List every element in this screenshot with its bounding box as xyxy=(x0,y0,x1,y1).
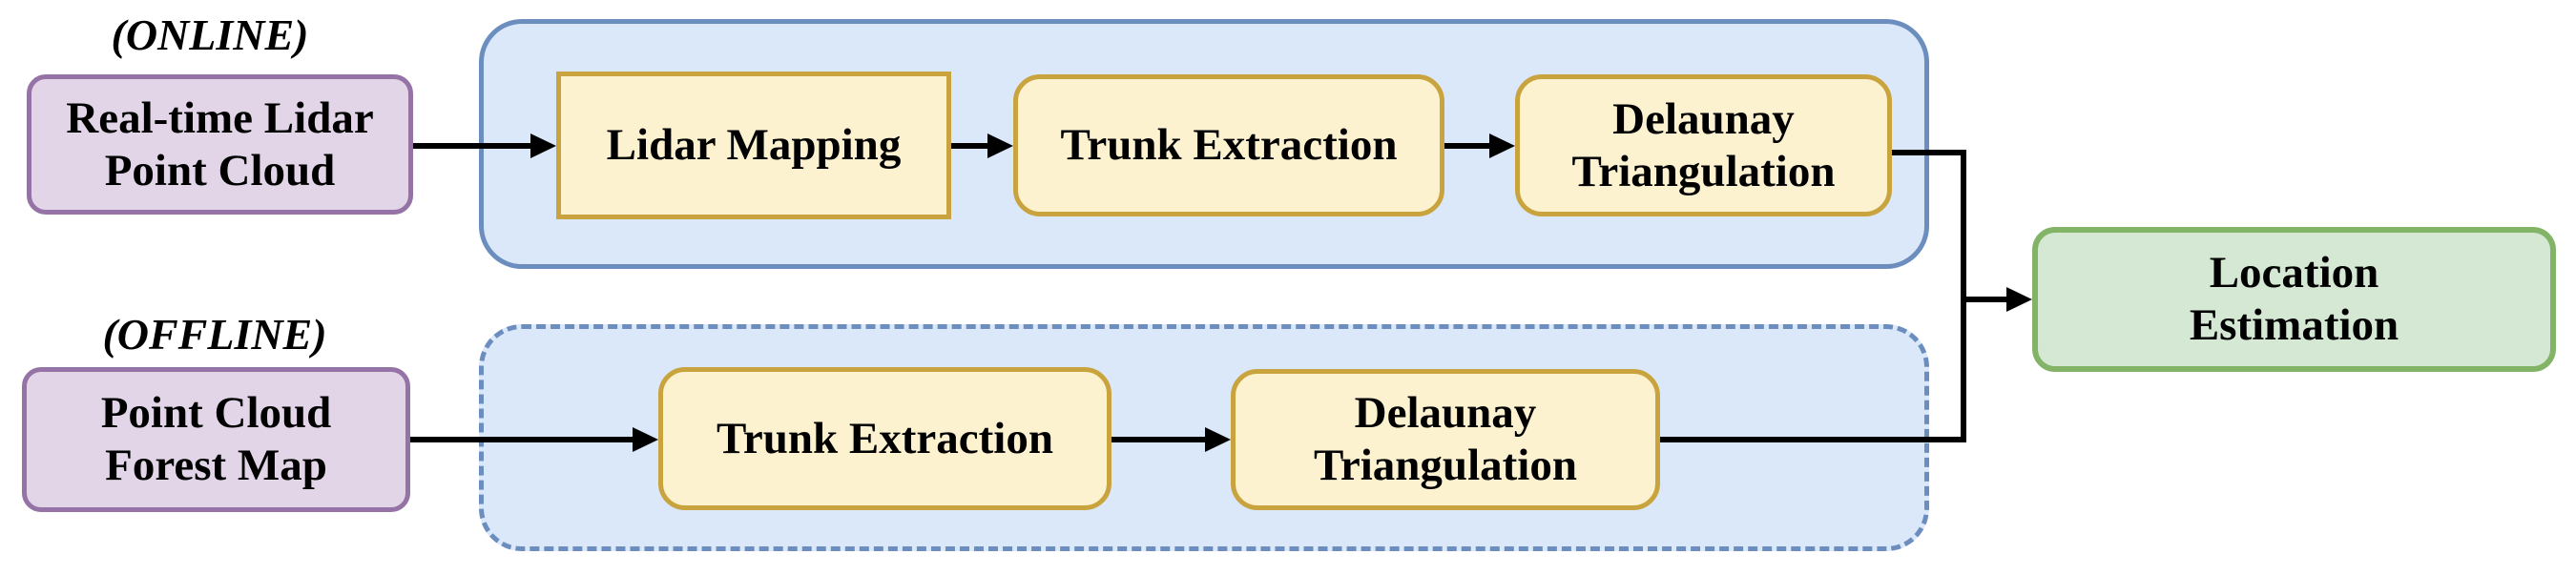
arrowhead-trunk-online xyxy=(987,133,1013,158)
node-lidar-mapping: Lidar Mapping xyxy=(556,72,951,219)
offline-label: (OFFLINE) xyxy=(102,309,327,359)
connector-offline-exit xyxy=(1660,437,1966,442)
online-label: (ONLINE) xyxy=(111,10,309,59)
node-delaunay-triangulation-online: Delaunay Triangulation xyxy=(1515,74,1892,216)
arrowhead-lidar-mapping xyxy=(530,133,556,158)
arrowhead-delaunay-offline xyxy=(1205,427,1231,452)
arrow-lidar-mapping-to-trunk xyxy=(951,143,987,149)
node-realtime-lidar-point-cloud: Real-time Lidar Point Cloud xyxy=(27,74,413,215)
arrowhead-location-estimation xyxy=(2006,287,2032,312)
arrow-trunk-to-delaunay-offline xyxy=(1111,437,1205,442)
node-delaunay-triangulation-offline: Delaunay Triangulation xyxy=(1231,369,1660,510)
arrow-merge-to-location xyxy=(1961,297,2006,302)
node-point-cloud-forest-map: Point Cloud Forest Map xyxy=(22,367,410,512)
arrow-forest-map-to-trunk xyxy=(410,437,633,442)
arrow-trunk-to-delaunay-online xyxy=(1444,143,1489,149)
connector-online-exit xyxy=(1892,150,1966,155)
arrow-realtime-to-lidar-mapping xyxy=(413,143,530,149)
node-location-estimation: Location Estimation xyxy=(2032,227,2556,372)
arrowhead-trunk-offline xyxy=(633,427,658,452)
connector-merge-vertical xyxy=(1961,150,1966,442)
node-trunk-extraction-online: Trunk Extraction xyxy=(1013,74,1444,216)
arrowhead-delaunay-online xyxy=(1489,133,1515,158)
node-trunk-extraction-offline: Trunk Extraction xyxy=(658,367,1111,510)
